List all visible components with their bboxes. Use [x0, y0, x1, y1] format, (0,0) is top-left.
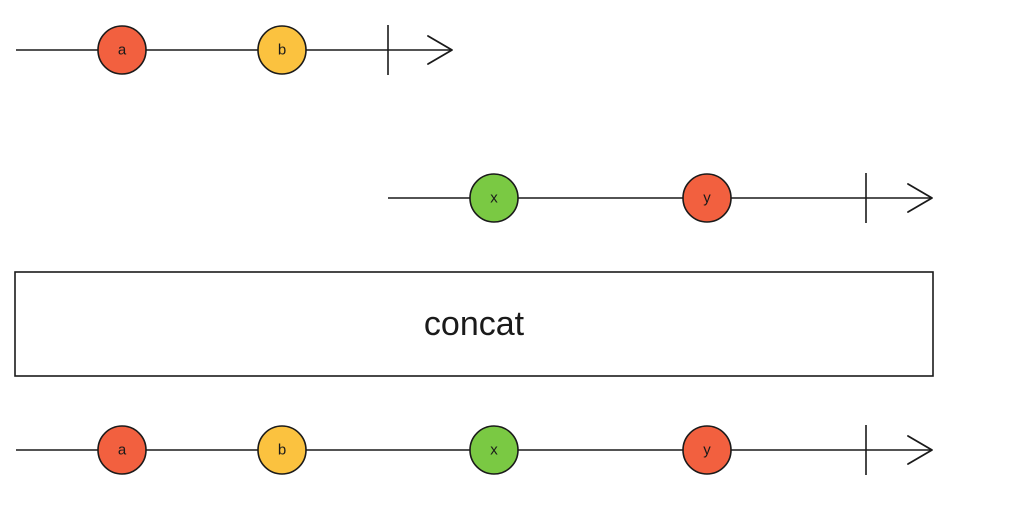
marble-b: b: [257, 25, 307, 75]
output-marble-y-label: y: [703, 442, 711, 459]
output-marble-x-label: x: [490, 442, 498, 459]
output-marble-x: x: [469, 425, 519, 475]
marble-y-circle: [682, 173, 732, 223]
operator: concat: [14, 271, 934, 377]
marble-a-circle: [97, 25, 147, 75]
marble-b-circle: [257, 25, 307, 75]
output-stream: a b x y: [16, 425, 933, 475]
marble-x: x: [469, 173, 519, 223]
output-marble-b-label: b: [278, 442, 286, 459]
marble-x-label: x: [490, 190, 498, 207]
operator-box: [14, 271, 934, 377]
output-marble-b-circle: [257, 425, 307, 475]
marble-a: a: [97, 25, 147, 75]
output-marble-a-label: a: [118, 442, 127, 459]
marble-y: y: [682, 173, 732, 223]
marble-x-circle: [469, 173, 519, 223]
output-marble-x-circle: [469, 425, 519, 475]
marble-b-label: b: [278, 42, 286, 59]
output-marble-a-circle: [97, 425, 147, 475]
arrow-head-2: [907, 183, 933, 213]
output-marble-y: y: [682, 425, 732, 475]
input-stream-2: x y: [388, 173, 933, 223]
output-marble-y-circle: [682, 425, 732, 475]
operator-label: concat: [424, 305, 525, 343]
arrow-head-1: [427, 35, 453, 65]
arrow-head-output: [907, 435, 933, 465]
output-marble-a: a: [97, 425, 147, 475]
marble-y-label: y: [703, 190, 711, 207]
input-stream-1: a b: [16, 25, 453, 75]
output-marble-b: b: [257, 425, 307, 475]
marble-a-label: a: [118, 42, 127, 59]
